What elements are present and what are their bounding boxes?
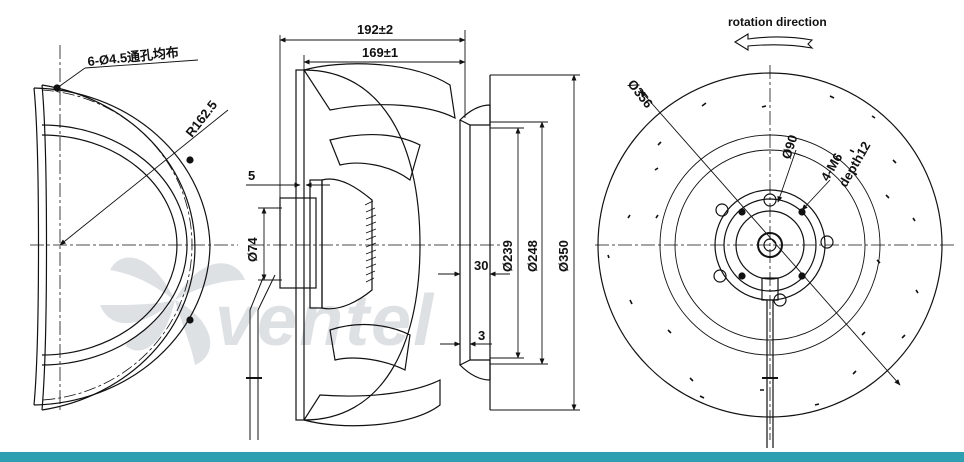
impeller-blade-bottom (303, 379, 441, 427)
inlet-ring-bottom (458, 359, 491, 381)
motor-hub (279, 197, 317, 289)
dim-flange-gap-label: 5 (248, 168, 255, 183)
hole-note-label: 6-Ø4.5通孔均布 (87, 44, 180, 69)
dim-ring-lip-label: 3 (478, 328, 485, 343)
thread-leader (801, 179, 831, 211)
side-view-dimensions (246, 30, 580, 411)
mount-hole-upper-right (186, 156, 194, 164)
left-view-flange-edge (41, 84, 48, 411)
rotation-arrow-icon (733, 33, 814, 51)
rotation-direction-label: rotation direction (728, 15, 827, 29)
dim-outer-dia-label: Ø350 (556, 240, 571, 272)
thread-hole-3 (738, 272, 746, 280)
thread-hole-1 (738, 208, 746, 216)
watermark-text: ventel (215, 281, 435, 361)
footer-bar (0, 452, 964, 462)
bolt-hole-left (715, 203, 729, 217)
dim-inlet-d1-label: Ø239 (500, 240, 515, 272)
inlet-ring-top (458, 104, 491, 126)
mount-hole-lower-right (186, 316, 194, 324)
mounting-flange (295, 69, 305, 421)
bolt-circle-leader (777, 149, 797, 203)
impeller-outer-circle (597, 72, 943, 418)
impeller-blade-lower (329, 323, 411, 371)
impeller-blade-mid-top (329, 133, 421, 182)
motor-body (321, 178, 373, 310)
left-view-outer-arc-2 (33, 87, 211, 406)
dim-inlet-d2-label: Ø248 (525, 240, 540, 272)
front-view (595, 33, 955, 448)
motor-fins (364, 200, 377, 283)
bolt-circle-label: Ø90 (779, 133, 801, 161)
radius-label: R162.5 (183, 98, 221, 140)
dim-ring-depth-label: 30 (474, 258, 488, 273)
left-view-inner-arc-2 (41, 134, 178, 356)
impeller-back-curve (303, 69, 421, 421)
power-cable (249, 274, 276, 440)
left-mounting-view (30, 45, 238, 411)
dim-overall-width-label: 192±2 (357, 22, 393, 37)
left-view-inner-arc (41, 124, 188, 366)
left-view-outer-arc (41, 84, 196, 411)
dim-inner-width-label: 169±1 (362, 45, 398, 60)
radius-leader (59, 109, 229, 246)
left-view-bolt-circle-arc (41, 89, 193, 401)
dim-hub-label: Ø74 (245, 237, 260, 262)
side-view (246, 35, 500, 440)
outer-dia-leader (639, 89, 901, 386)
bolt-hole-right (820, 235, 834, 249)
left-view-flange-edge-2 (33, 87, 40, 406)
hole-note-leader (56, 67, 86, 89)
outer-dia-label: Ø356 (625, 77, 656, 111)
blade-slots (607, 95, 919, 406)
hole-note-underline (84, 59, 199, 69)
